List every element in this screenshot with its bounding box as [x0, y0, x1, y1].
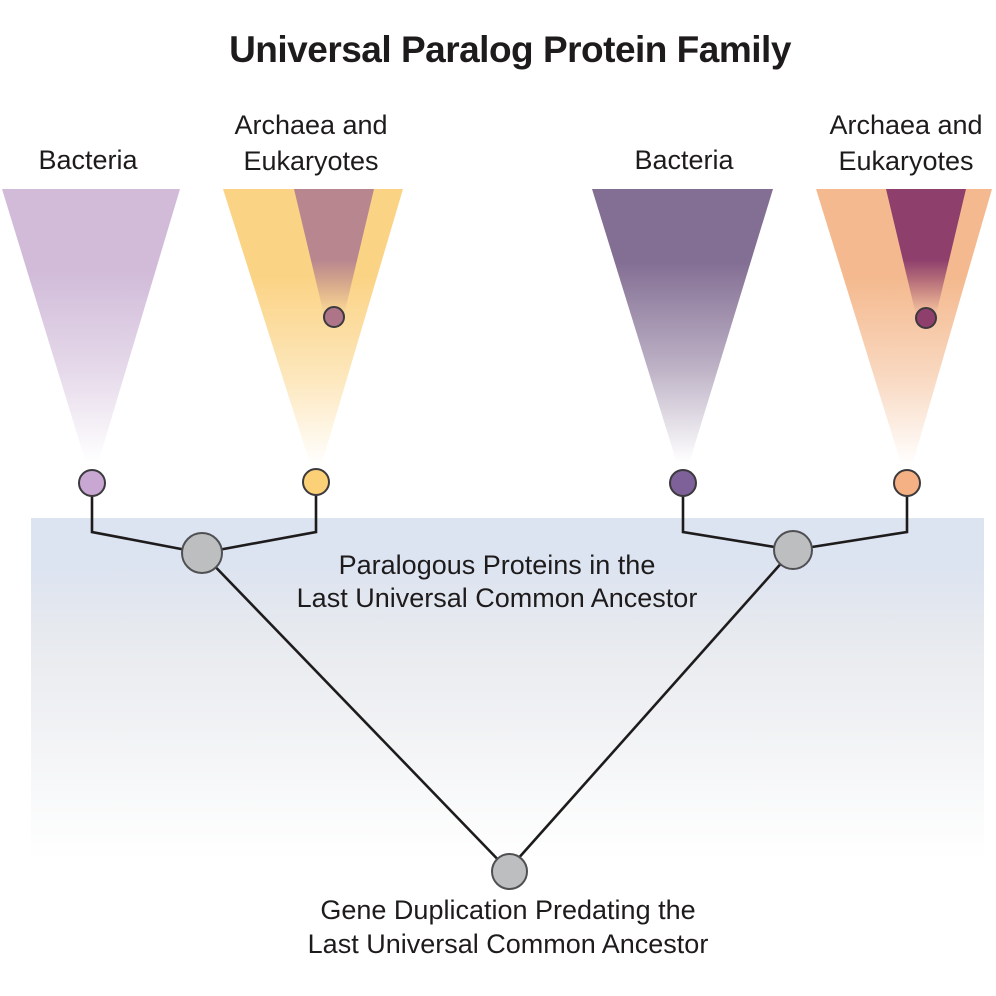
label-archaea-eukaryotes-left: Archaea and Eukaryotes — [211, 107, 411, 179]
page-title: Universal Paralog Protein Family — [229, 29, 791, 70]
label-line: Gene Duplication Predating the — [320, 895, 696, 925]
label-line: Archaea and — [829, 110, 983, 140]
paralog-node-left — [181, 532, 223, 574]
inner-paralog-circle-left — [323, 306, 345, 328]
inner-paralog-circle-right — [915, 307, 937, 329]
label-line: Archaea and — [234, 110, 388, 140]
label-line: Last Universal Common Ancestor — [296, 583, 698, 613]
tip-circle-archaea-left — [302, 468, 330, 496]
cone-bacteria-left — [2, 189, 180, 483]
label-line: Eukaryotes — [243, 146, 379, 176]
label-bacteria-right: Bacteria — [634, 145, 734, 175]
label-line: Paralogous Proteins in the — [338, 550, 656, 580]
tip-circle-bacteria-right — [669, 469, 697, 497]
duplication-node-label: Gene Duplication Predating the Last Univ… — [208, 893, 808, 961]
label-line: Eukaryotes — [838, 146, 974, 176]
label-archaea-eukaryotes-right: Archaea and Eukaryotes — [806, 107, 996, 179]
tip-circle-archaea-right — [893, 469, 921, 497]
paralog-node-label: Paralogous Proteins in the Last Universa… — [247, 549, 747, 615]
tip-circle-bacteria-left — [78, 469, 106, 497]
gene-duplication-node — [491, 853, 528, 890]
paralog-node-right — [773, 530, 813, 570]
label-bacteria-left: Bacteria — [38, 145, 138, 175]
label-line: Last Universal Common Ancestor — [307, 929, 709, 959]
cone-bacteria-right — [592, 189, 773, 483]
